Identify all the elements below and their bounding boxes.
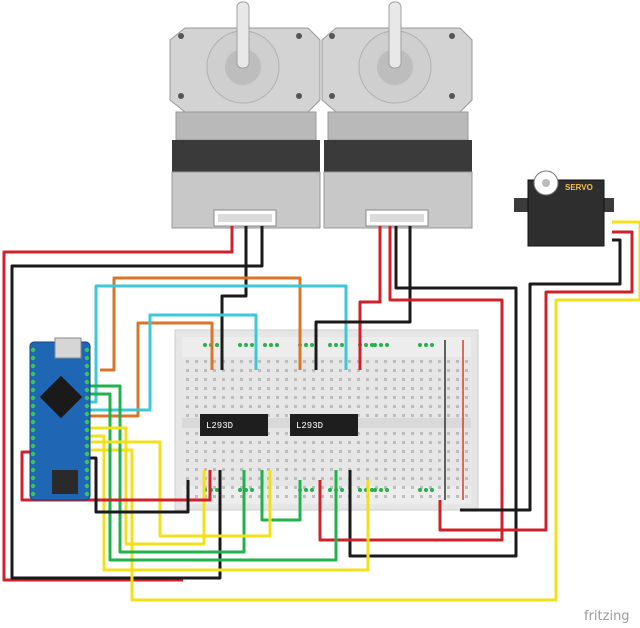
wire-cyan	[88, 284, 348, 404]
wire-black	[220, 226, 248, 370]
wire-red	[438, 230, 634, 532]
l293d-driver-1: L293D	[200, 414, 268, 436]
stepper-motor-left	[169, 1, 321, 229]
nano-pins	[30, 347, 90, 497]
wire-black	[314, 226, 412, 370]
wire-yellow	[88, 426, 206, 546]
wires	[2, 220, 640, 602]
wire-cyan	[88, 313, 258, 412]
wire-yellow	[88, 440, 272, 538]
l293d-driver-2: L293D	[290, 414, 358, 436]
wire-black	[348, 226, 518, 558]
chip-2-label: L293D	[296, 421, 323, 431]
fritzing-watermark: fritzing	[584, 609, 630, 624]
wire-orange	[100, 276, 302, 372]
servo-motor: SERVO	[514, 170, 614, 247]
stepper-motor-right	[321, 1, 473, 229]
arduino-nano	[29, 337, 91, 501]
wire-black	[88, 456, 190, 514]
chip-1-label: L293D	[206, 421, 233, 431]
wire-red	[20, 450, 212, 502]
wire-red	[318, 226, 504, 542]
wire-yellow	[88, 434, 370, 572]
wire-green	[88, 392, 338, 562]
servo-label: SERVO	[565, 183, 593, 192]
wire-red	[358, 226, 382, 370]
wire-green	[88, 384, 246, 554]
wire-red	[2, 226, 234, 582]
wire-yellow	[88, 220, 640, 602]
wire-green	[260, 470, 302, 522]
wire-black	[460, 238, 622, 512]
breadboard	[174, 329, 479, 511]
